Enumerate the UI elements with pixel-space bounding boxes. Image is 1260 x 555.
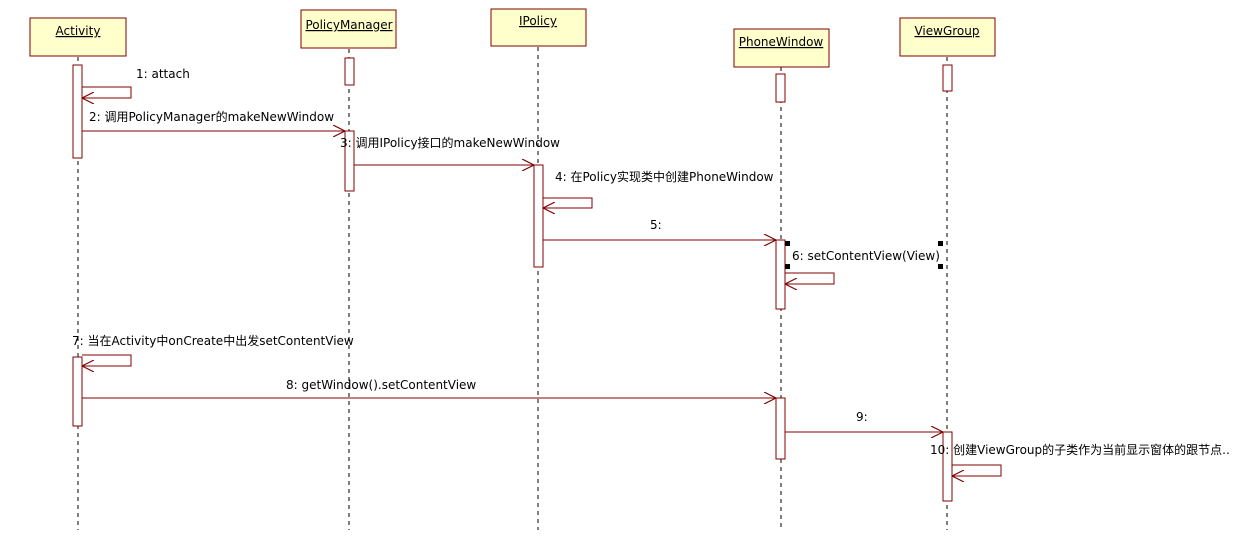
message-10-label[interactable]: 10: 创建ViewGroup的子类作为当前显示窗体的跟节点.. <box>930 442 1230 457</box>
activation-ipolicy <box>533 164 544 268</box>
head-viewgroup-label: ViewGroup <box>914 24 979 38</box>
selection-handle-top-right[interactable] <box>938 241 943 246</box>
message-6-label[interactable]: 6: setContentView(View) <box>792 249 940 263</box>
head-phonewindow[interactable]: PhoneWindow <box>733 28 830 68</box>
head-ipolicy-label: IPolicy <box>519 14 557 28</box>
message-6-arrow[interactable] <box>785 272 835 284</box>
selection-handle-bottom-left[interactable] <box>785 264 790 269</box>
message-7-label[interactable]: 7: 当在Activity中onCreate中出发setContentView <box>72 333 354 348</box>
message-10-arrow[interactable] <box>952 464 1002 476</box>
lifeline-heads: Activity PolicyManager IPolicy PhoneWind… <box>29 8 996 68</box>
head-activity-label: Activity <box>56 24 101 38</box>
message-5-label[interactable]: 5: <box>650 218 662 232</box>
activation-activity-1 <box>72 64 83 159</box>
message-1-label[interactable]: 1: attach <box>136 67 190 81</box>
activation-viewgroup-2 <box>942 431 953 502</box>
selection-handle-bottom-right[interactable] <box>938 264 943 269</box>
message-9-label[interactable]: 9: <box>856 410 868 424</box>
activation-activity-2 <box>72 356 83 427</box>
message-8-label[interactable]: 8: getWindow().setContentView <box>286 378 476 392</box>
message-7-arrow[interactable] <box>82 354 132 366</box>
head-policymanager[interactable]: PolicyManager <box>300 9 397 49</box>
selection-handle-top-left[interactable] <box>785 241 790 246</box>
message-3-label[interactable]: 3: 调用IPolicy接口的makeNewWindow <box>340 135 560 150</box>
activation-phonewindow-1 <box>775 73 786 103</box>
activation-viewgroup-1 <box>942 64 953 92</box>
message-4-label[interactable]: 4: 在Policy实现类中创建PhoneWindow <box>555 169 774 184</box>
messages <box>82 86 1002 476</box>
head-phonewindow-label: PhoneWindow <box>739 35 824 49</box>
activation-phonewindow-2 <box>775 239 786 310</box>
activation-bars <box>72 57 953 502</box>
message-2-label[interactable]: 2: 调用PolicyManager的makeNewWindow <box>89 109 334 124</box>
message-4-arrow[interactable] <box>543 197 593 208</box>
head-viewgroup[interactable]: ViewGroup <box>899 17 996 57</box>
head-activity[interactable]: Activity <box>29 17 127 57</box>
message-labels: 1: attach 2: 调用PolicyManager的makeNewWind… <box>72 67 1230 457</box>
head-policymanager-label: PolicyManager <box>305 18 392 32</box>
head-ipolicy[interactable]: IPolicy <box>490 8 587 47</box>
message-1-arrow[interactable] <box>82 86 132 98</box>
activation-policymanager-2 <box>344 130 355 192</box>
activation-policymanager-1 <box>344 57 355 86</box>
activation-phonewindow-3 <box>775 397 786 460</box>
selection-handles[interactable] <box>785 241 943 269</box>
